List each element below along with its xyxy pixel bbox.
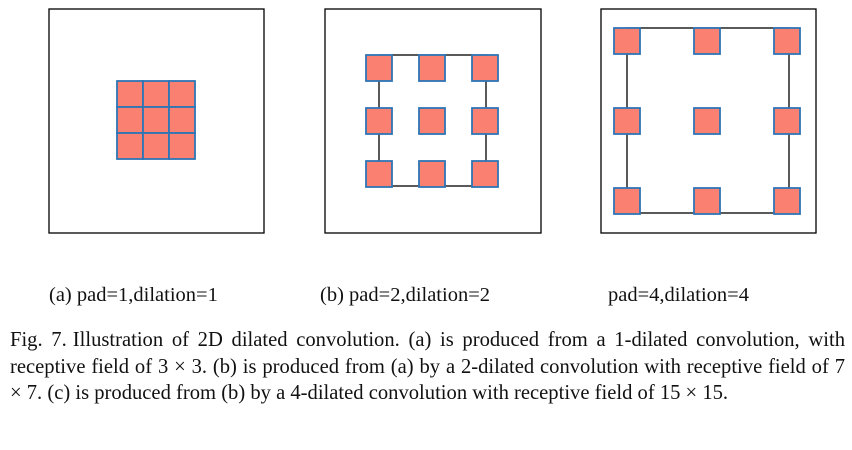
panel-c-kernel-cell [773,107,801,135]
panel-a-kernel-cell [116,132,144,160]
panel-a-kernel-cell [168,132,196,160]
panel-c-kernel-cell [613,187,641,215]
panel-b-kernel-cell [418,54,446,82]
panel-a-kernel-cell [142,132,170,160]
panel-b-kernel-cell [471,54,499,82]
panel-a-kernel [116,80,196,160]
figure-caption-text: Illustration of 2D dilated convolution. … [10,329,845,404]
panel-c-outer-frame [600,8,817,234]
panel-b-kernel [365,54,499,188]
panel-b-outer-frame [324,8,542,234]
dilated-convolution-diagram [48,8,817,234]
figure-caption: Fig. 7.Illustration of 2D dilated convol… [10,327,845,407]
panel-a-caption: (a) pad=1,dilation=1 [49,284,218,306]
figure-label: Fig. 7. [10,329,67,351]
panel-b-kernel-cell [471,107,499,135]
panel-b-kernel-cell [365,54,393,82]
panel-c-kernel [613,27,801,215]
panel-b-kernel-cell [365,160,393,188]
panel-c-kernel-cell [613,107,641,135]
panel-a [48,8,265,234]
panel-b-kernel-cell [418,107,446,135]
panel-a-kernel-cell [142,106,170,134]
panel-c [600,8,817,234]
panel-b-kernel-cell [418,160,446,188]
panel-a-outer-frame [48,8,265,234]
panel-b-caption: (b) pad=2,dilation=2 [320,284,491,306]
panel-c-kernel-cell [773,187,801,215]
panel-c-caption: pad=4,dilation=4 [608,284,749,306]
panel-c-kernel-cell [773,27,801,55]
panel-c-kernel-cell [613,27,641,55]
panel-a-kernel-cell [168,80,196,108]
panel-b [324,8,542,234]
panel-b-kernel-cell [471,160,499,188]
panel-a-kernel-cell [116,80,144,108]
panel-a-kernel-cell [168,106,196,134]
panel-c-kernel-cell [693,187,721,215]
panel-b-kernel-cell [365,107,393,135]
panel-c-kernel-cell [693,107,721,135]
panel-c-kernel-cell [693,27,721,55]
panel-a-kernel-cell [116,106,144,134]
panel-a-kernel-cell [142,80,170,108]
